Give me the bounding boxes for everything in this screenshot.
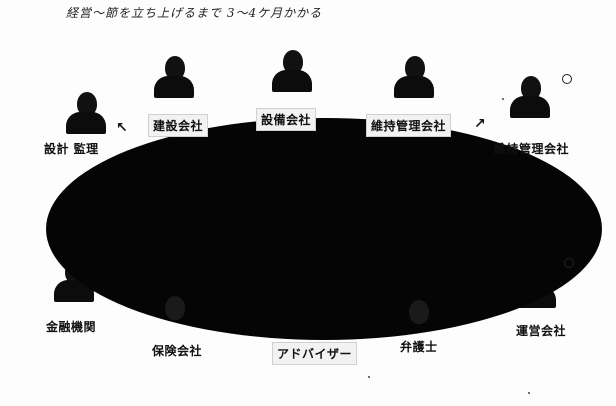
scan-speck — [368, 376, 370, 378]
circle-mark-icon — [564, 258, 574, 268]
label-maintenance-company-outer: 維持管理会社 — [494, 142, 570, 156]
round-table — [46, 118, 602, 340]
person-icon-construction — [152, 56, 196, 100]
label-maintenance-company-inner: 維持管理会社 — [366, 114, 452, 137]
label-financial-institution: 金融機関 — [46, 320, 97, 334]
person-icon-lawyer — [396, 300, 440, 344]
person-icon-maintenance-inner — [392, 56, 436, 100]
label-advisor: アドバイザー — [272, 342, 358, 365]
arrow-icon: ↖ — [116, 120, 128, 136]
person-icon-equipment — [270, 50, 314, 94]
label-insurance-company: 保険会社 — [152, 344, 203, 358]
label-equipment-company: 設備会社 — [256, 108, 317, 131]
person-icon-maintenance-outer — [508, 76, 552, 120]
label-construction-company: 建設会社 — [148, 114, 209, 137]
scan-speck — [502, 98, 504, 100]
person-icon-design — [64, 92, 108, 136]
label-design-management: 設計 監理 — [44, 142, 99, 156]
label-lawyer: 弁護士 — [400, 340, 438, 354]
label-operating-company: 運営会社 — [516, 324, 567, 338]
arrow-icon: ↗ — [474, 116, 486, 132]
scan-speck — [528, 392, 530, 394]
person-icon-insurance — [152, 296, 196, 340]
circle-mark-icon — [562, 74, 572, 84]
handwritten-note: 経営〜節を立ち上げるまで 3〜4ケ月かかる — [66, 6, 323, 20]
